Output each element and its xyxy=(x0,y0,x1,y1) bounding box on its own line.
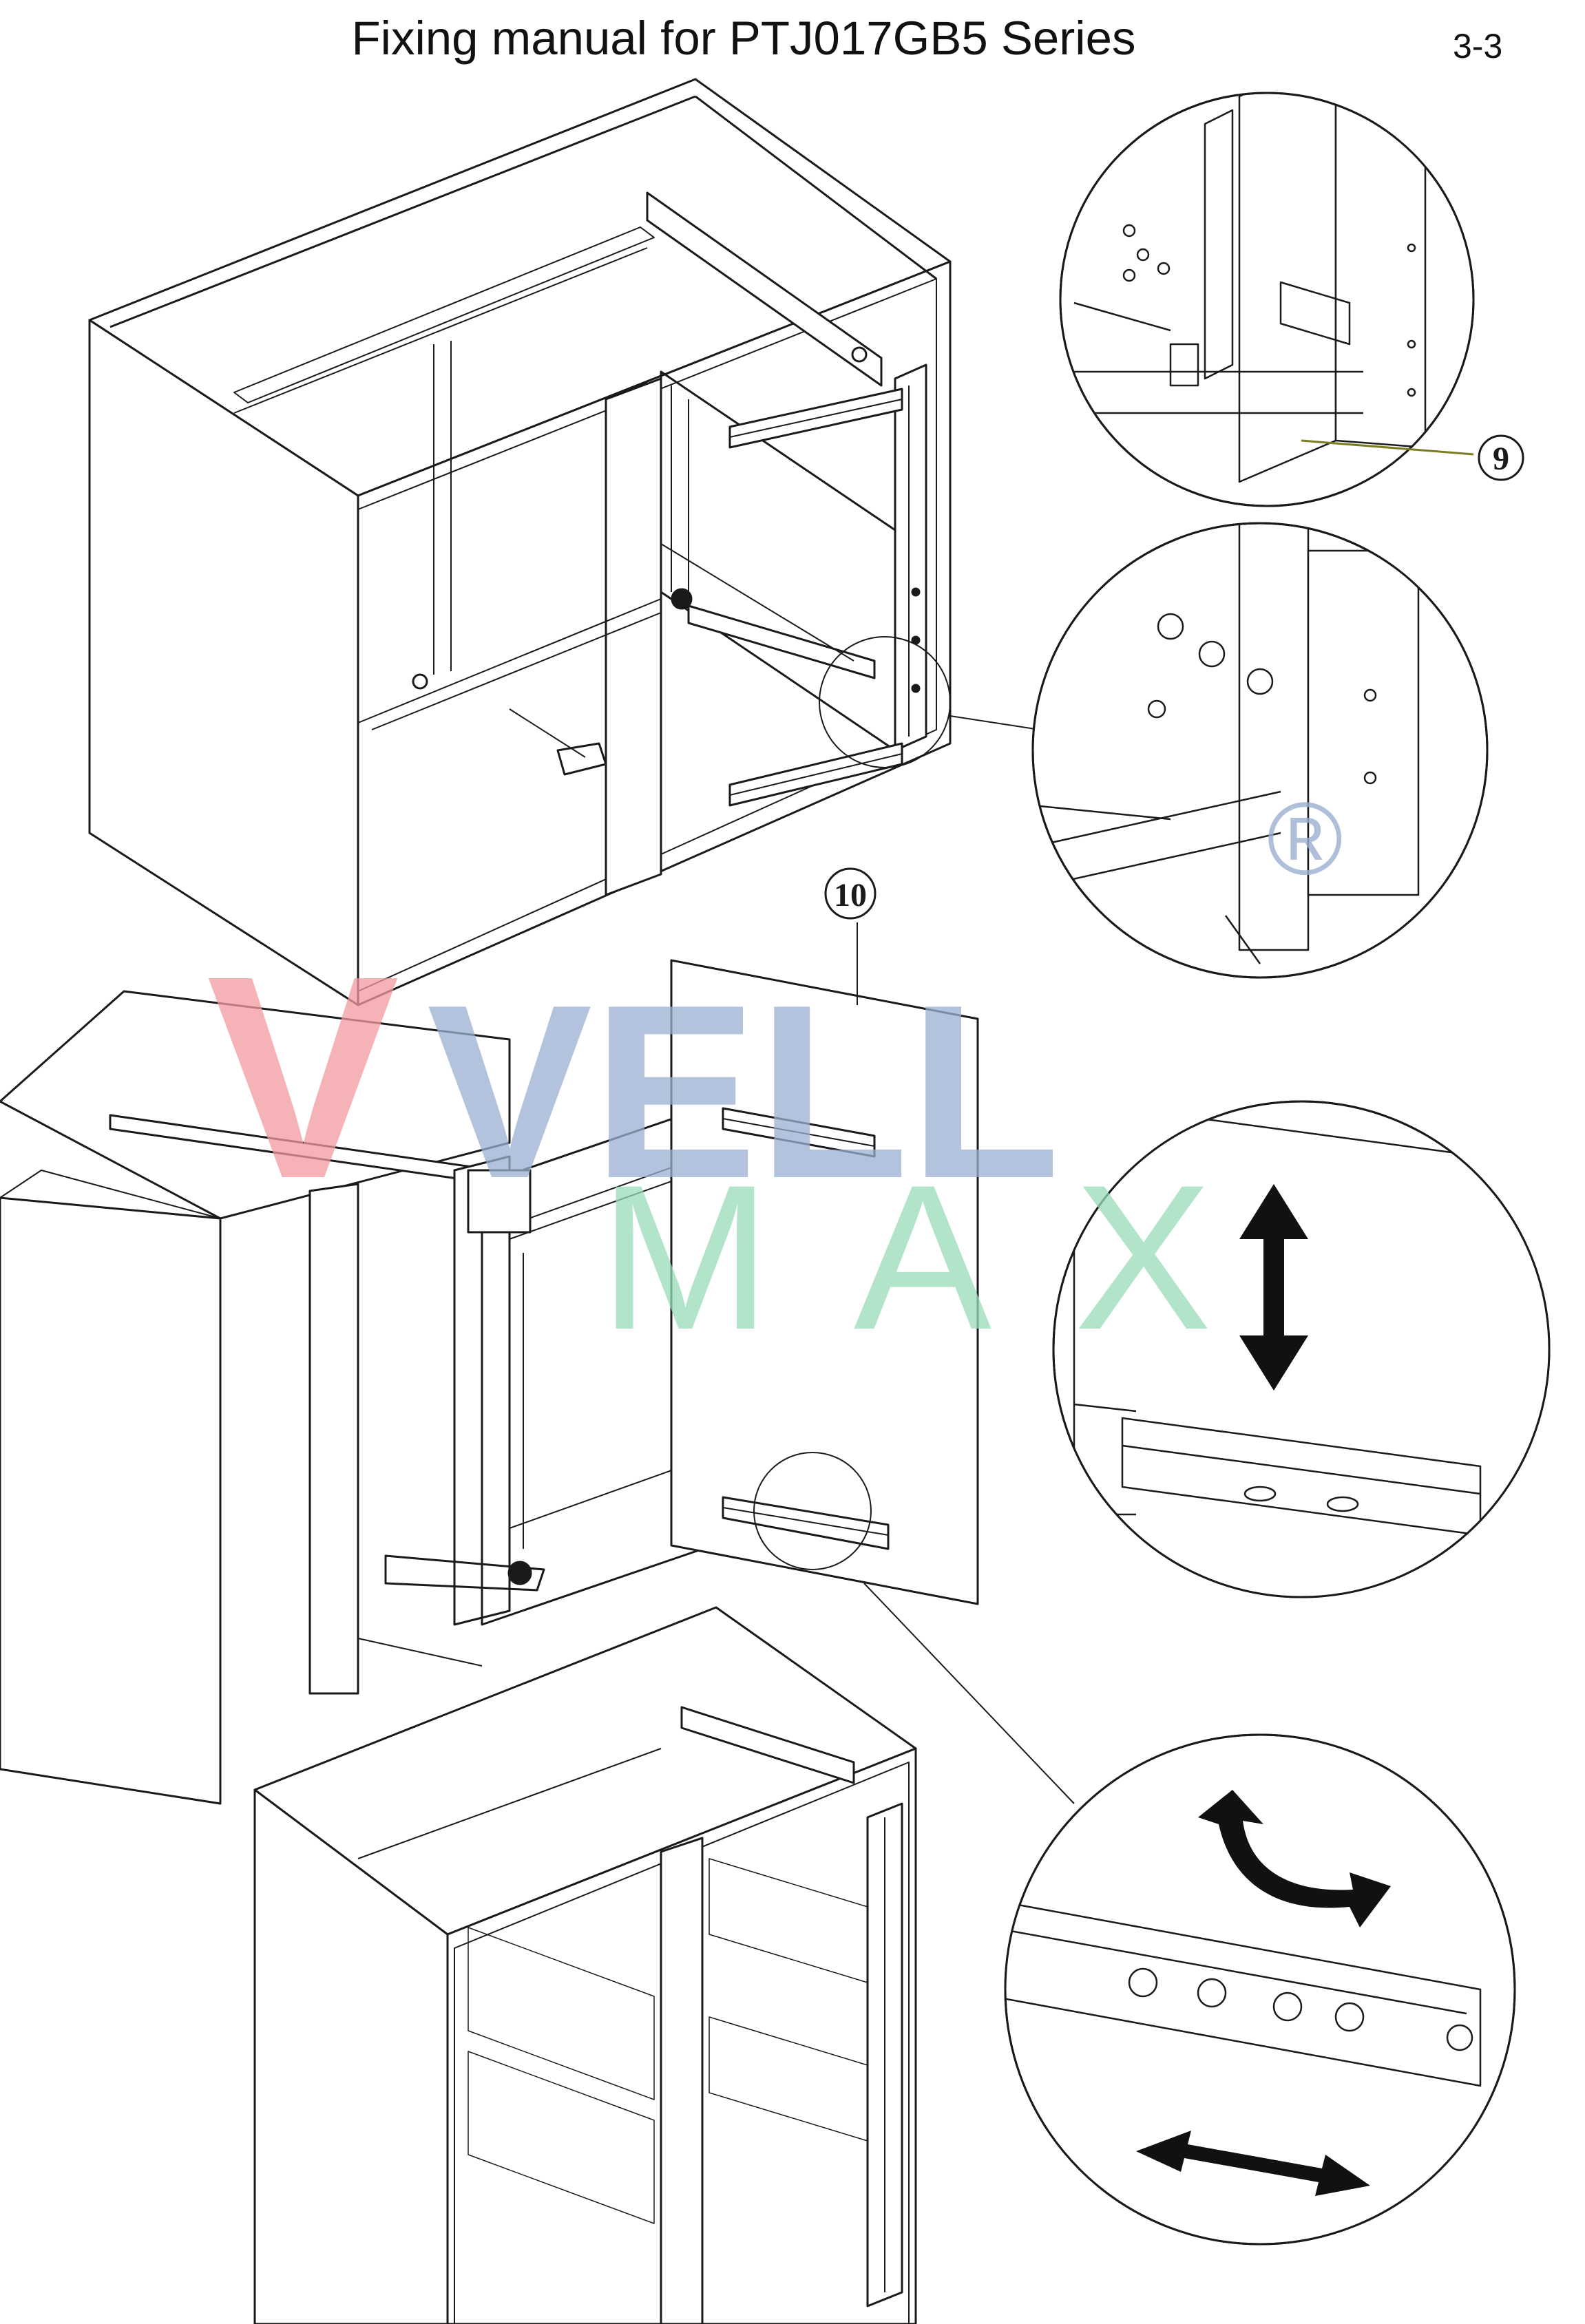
vellmax-watermark: V VELL MAX ® xyxy=(207,781,1343,1373)
page-title: Fixing manual for PTJ017GB5 Series xyxy=(351,12,1136,65)
watermark-registered-mark: ® xyxy=(1267,781,1343,896)
rotate-arrow-icon xyxy=(1198,1790,1391,1927)
callout-9: 9 xyxy=(1301,434,1524,481)
horizontal-adjust-arrow-icon xyxy=(1136,2131,1370,2196)
cabinet-drawing-step-3 xyxy=(253,1606,917,2324)
callout-10: 10 xyxy=(824,867,877,920)
watermark-word-top: VELL xyxy=(427,953,1060,1230)
callout-9-label: 9 xyxy=(1493,441,1509,477)
watermark-letter-v: V xyxy=(207,916,401,1239)
detail-circle-4 xyxy=(1004,1733,1516,2246)
vertical-adjust-arrow-icon xyxy=(1239,1184,1308,1391)
cabinet-drawing-step-1 xyxy=(88,78,1040,1006)
cabinet-drawing-step-2 xyxy=(0,922,1075,1805)
detail-circle-3 xyxy=(1052,1100,1551,1598)
watermark-word-bottom: MAX xyxy=(599,1141,1294,1373)
page-number: 3-3 xyxy=(1453,27,1503,65)
detail-circle-2 xyxy=(1031,522,1489,979)
callout-10-label: 10 xyxy=(834,877,867,913)
detail-circle-1 xyxy=(1059,92,1475,507)
